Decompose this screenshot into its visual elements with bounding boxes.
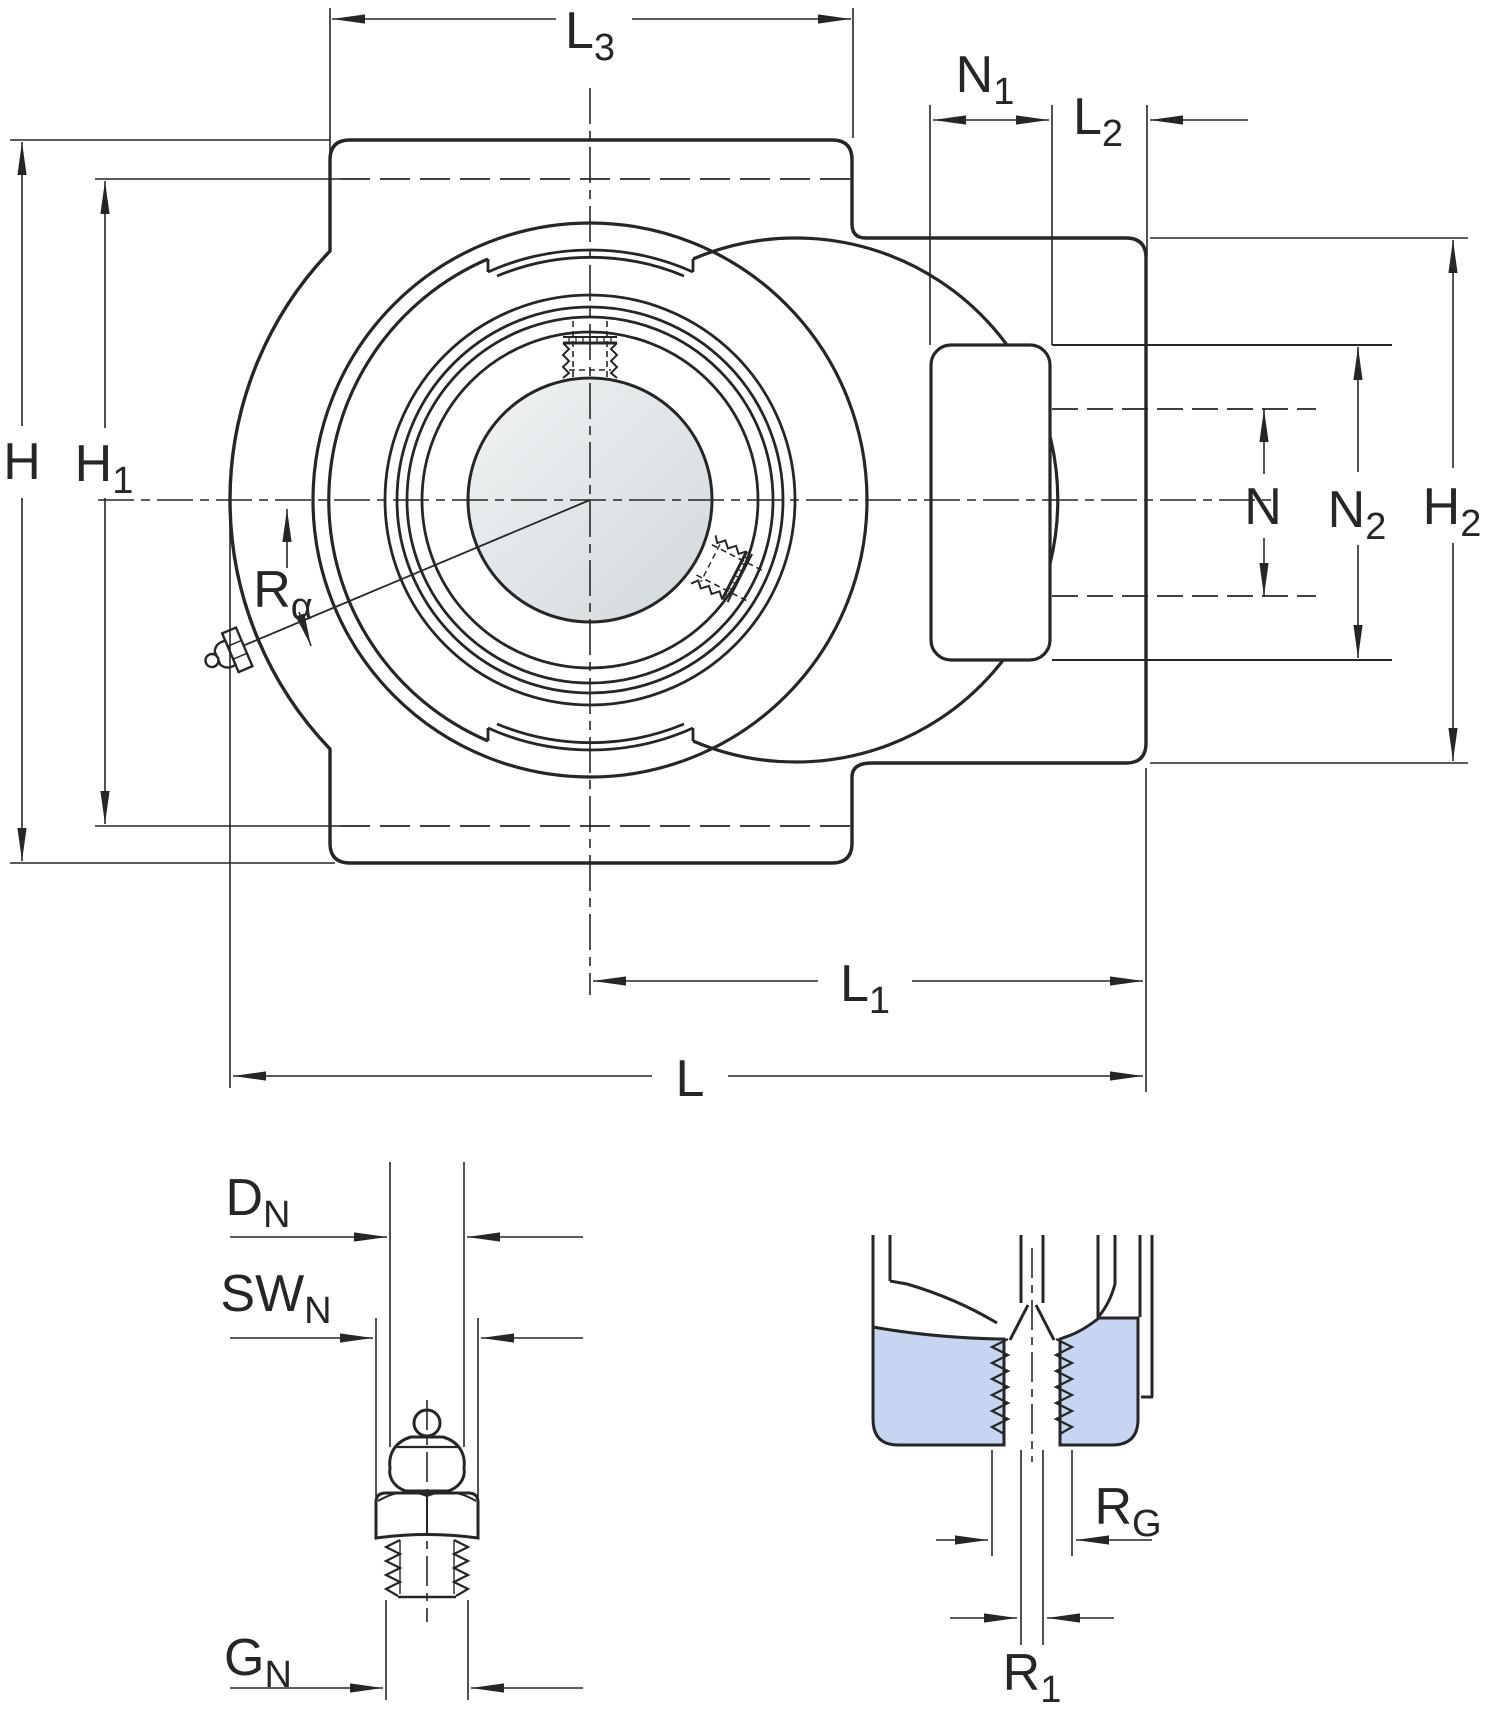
main-view bbox=[95, 88, 1392, 995]
nipple-thread-left bbox=[383, 1539, 403, 1597]
label-h: H bbox=[3, 433, 41, 491]
guide-slot bbox=[929, 343, 1052, 662]
label-ra: Rα bbox=[253, 561, 313, 628]
section-fill-left bbox=[871, 1325, 1006, 1447]
label-n1: N1 bbox=[956, 46, 1015, 113]
label-gn: GN bbox=[224, 1629, 292, 1696]
nipple-thread-roots bbox=[399, 1540, 455, 1594]
nipple-detail-view bbox=[230, 1162, 583, 1700]
label-h1: H1 bbox=[75, 435, 134, 502]
label-l2: L2 bbox=[1073, 88, 1123, 155]
hole-thread-left bbox=[989, 1338, 1011, 1435]
top-notch bbox=[486, 248, 695, 278]
label-l1: L1 bbox=[840, 955, 890, 1022]
label-rg: RG bbox=[1094, 1478, 1161, 1545]
grease-axis-line bbox=[213, 499, 591, 659]
label-dn: DN bbox=[225, 1169, 290, 1236]
ra-arrow-down bbox=[295, 611, 312, 647]
grease-hole-section-view bbox=[871, 1235, 1154, 1645]
label-r1: R1 bbox=[1003, 1644, 1062, 1711]
label-l3: L3 bbox=[565, 2, 615, 69]
label-h2: H2 bbox=[1423, 478, 1482, 545]
nipple-thread-right bbox=[451, 1539, 471, 1597]
label-swn: SWN bbox=[220, 1265, 331, 1332]
label-l: L bbox=[676, 1050, 705, 1108]
section-fill-right bbox=[1058, 1316, 1140, 1447]
bottom-notch bbox=[486, 722, 695, 752]
hole-thread-right bbox=[1053, 1338, 1075, 1435]
housing-wall-lines bbox=[871, 1235, 1154, 1399]
grease-nipple-main bbox=[204, 625, 254, 674]
label-n: N bbox=[1244, 478, 1282, 536]
dimension-labels: L3 N1 L2 H H1 Rα N N2 H2 L1 L DN SWN GN … bbox=[3, 2, 1481, 1711]
dimensions bbox=[10, 8, 1468, 1092]
cover-circle-inner-left bbox=[327, 257, 489, 743]
label-n2: N2 bbox=[1328, 481, 1387, 548]
